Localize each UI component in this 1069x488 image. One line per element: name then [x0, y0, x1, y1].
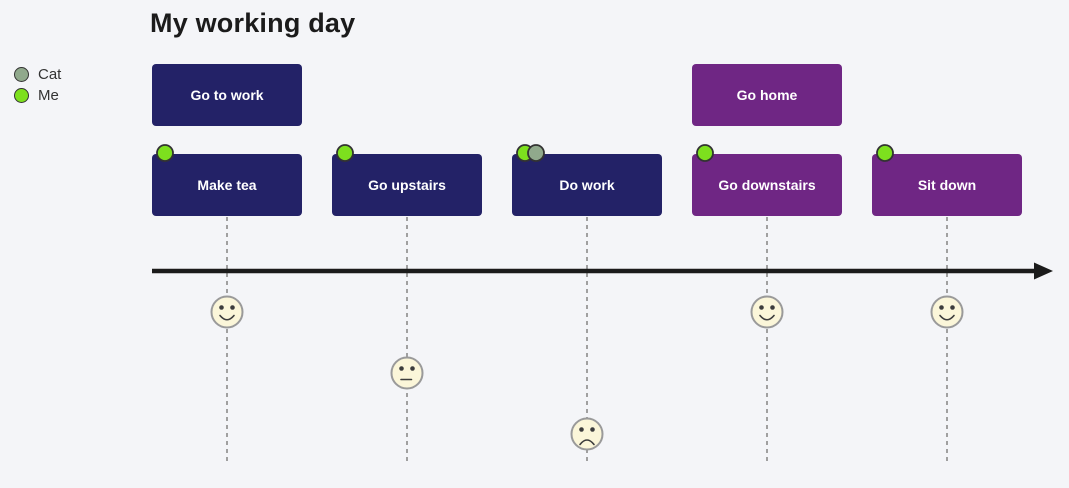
face-neutral-icon	[390, 356, 424, 390]
section-label: Go to work	[190, 87, 264, 103]
task-box-make-tea: Make tea	[152, 154, 302, 216]
section-box-go-to-work: Go to work	[152, 64, 302, 126]
legend-label-cat: Cat	[38, 66, 62, 83]
diagram-title: My working day	[150, 8, 356, 38]
face-sad-icon	[570, 417, 604, 451]
section-label: Go home	[736, 87, 798, 103]
timeline-arrowhead-icon	[1034, 262, 1053, 280]
legend-label-me: Me	[38, 87, 59, 104]
face-happy-icon	[750, 295, 784, 329]
me-color-dot-icon	[14, 88, 29, 103]
task-label: Do work	[559, 177, 615, 193]
task-box-go-upstairs: Go upstairs	[332, 154, 482, 216]
task-box-go-downstairs: Go downstairs	[692, 154, 842, 216]
actor-legend: Cat Me	[14, 64, 61, 106]
task-label: Go upstairs	[368, 177, 446, 193]
task-box-sit-down: Sit down	[872, 154, 1022, 216]
legend-item-me: Me	[14, 85, 61, 106]
task-label: Make tea	[197, 177, 257, 193]
cat-color-dot-icon	[14, 67, 29, 82]
task-label: Sit down	[917, 177, 977, 193]
section-box-go-home: Go home	[692, 64, 842, 126]
face-happy-icon	[930, 295, 964, 329]
face-happy-icon	[210, 295, 244, 329]
task-box-do-work: Do work	[512, 154, 662, 216]
task-label: Go downstairs	[718, 177, 816, 193]
legend-item-cat: Cat	[14, 64, 61, 85]
